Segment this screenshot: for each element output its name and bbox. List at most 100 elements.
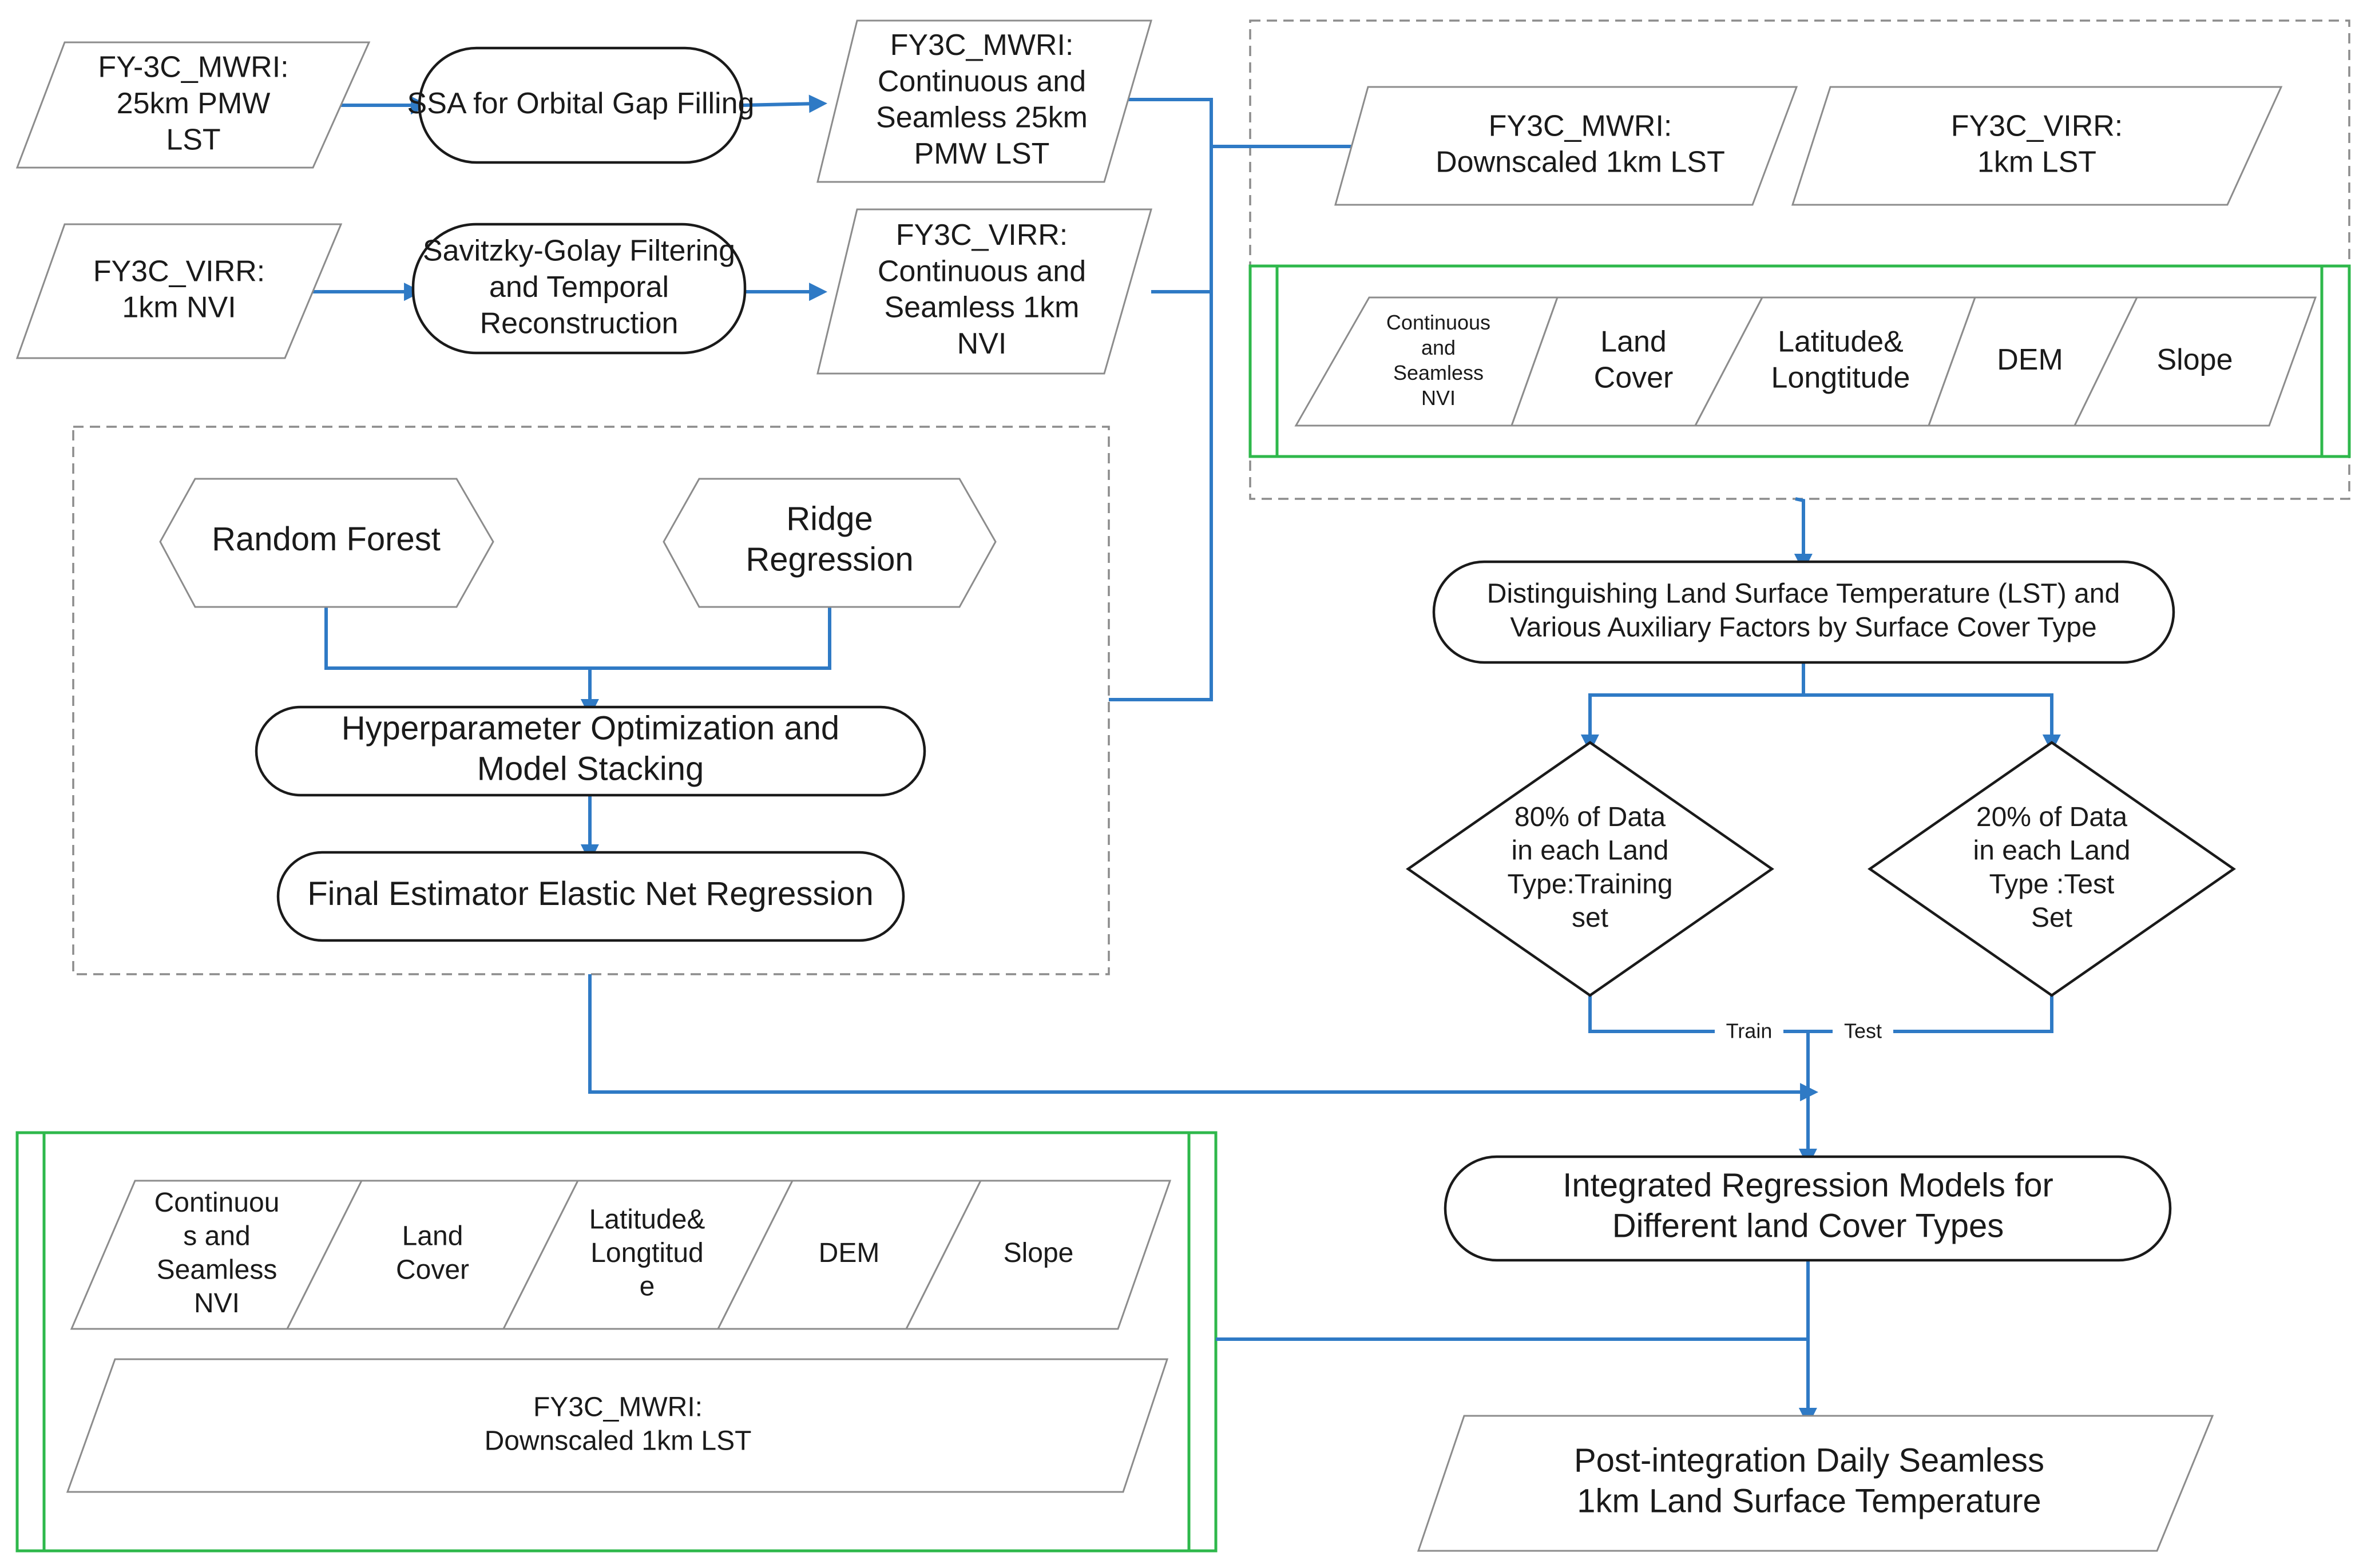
label-line: Regression [746,541,913,578]
label-line: and [1421,336,1456,359]
bottom-downscaled-lst-label: FY3C_MWRI: Downscaled 1km LST [485,1392,752,1456]
label-line: Reconstruction [480,307,679,340]
label-line: Latitude& [589,1204,705,1234]
model-random-forest-label: Random Forest [212,521,441,558]
label-line: and Temporal [489,271,669,304]
label-line: DEM [1997,343,2063,376]
process-ssa-gap-filling-label: SSA for Orbital Gap Filling [407,87,755,120]
bottom-factor-slope-label: Slope [1004,1238,1074,1268]
label-line: Slope [1004,1238,1074,1268]
label-line: Random Forest [212,521,441,558]
label-line: e [640,1271,655,1301]
label-line: Seamless 25km [876,101,1088,134]
label-line: Ridge [786,501,873,538]
label-line: 1km LST [1977,145,2096,178]
process-final-estimator-label: Final Estimator Elastic Net Regression [307,875,874,912]
bottom-factor-dem-label: DEM [819,1238,880,1268]
process-final-estimator [276,851,905,942]
process-hyperparameter-stacking [255,705,926,797]
top-factor-slope [2073,296,2317,427]
label-line: 1km Land Surface Temperature [1577,1483,2041,1520]
test-label: Test [1844,1019,1882,1043]
label-line: SSA for Orbital Gap Filling [407,87,755,120]
bottom-factor-slope [905,1180,1172,1330]
label-line: Downscaled 1km LST [1436,145,1725,178]
top-downscaled-lst-label: FY3C_MWRI:Downscaled 1km LST [1436,109,1725,178]
input-virr-1km [15,223,343,359]
bottom-downscaled-lst [66,1358,1169,1493]
label-line: Seamless 1km [885,291,1080,324]
label-line: Seamless [1393,361,1484,384]
bottom-left-factors-frame [15,1131,1218,1553]
input-virr-1km-label: FY3C_VIRR:1km NVI [93,255,265,324]
label-line: Distinguishing Land Surface Temperature … [1487,578,2120,609]
label-line: Integrated Regression Models for [1563,1167,2053,1204]
label-line: Continuous and [878,255,1086,288]
top-right-factors-frame [1248,264,2351,458]
top-factor-lat-long-label: Latitude&Longtitude [1771,325,1910,394]
process-integrated-models [1444,1155,2172,1262]
label-line: Seamless [157,1255,277,1285]
label-line: Type :Test [1989,869,2115,899]
label-line: Different land Cover Types [1612,1208,2004,1245]
connectors [313,94,2061,1427]
label-line: FY3C_VIRR: [896,219,1068,252]
test-label-bg [1833,1019,1893,1044]
label-line: Type:Training [1507,869,1672,899]
label-line: Various Auxiliary Factors by Surface Cov… [1510,612,2096,642]
top-downscaled-lst [1334,86,1798,206]
model-random-forest [159,478,494,608]
label-line: 80% of Data [1514,802,1666,832]
label-line: Final Estimator Elastic Net Regression [307,875,874,912]
label-line: Downscaled 1km LST [485,1426,752,1456]
label-line: Longtitude [1771,361,1910,394]
label-line: Land [1600,325,1667,358]
label-line: Latitude& [1778,325,1904,358]
train-label: Train [1726,1019,1773,1043]
label-line: FY3C_VIRR: [1951,109,2123,142]
input-virr-continuous [816,208,1152,375]
label-line: NVI [957,327,1007,360]
label-line: DEM [819,1238,880,1268]
label-line: Cover [396,1255,469,1285]
decision-test-set [1868,741,2236,997]
label-line: Slope [2157,343,2233,376]
model-ridge-regression [663,478,997,608]
label-line: NVI [1421,386,1456,409]
label-line: Cover [1594,361,1674,394]
label-line: Land [402,1221,463,1251]
label-line: FY3C_VIRR: [93,255,265,288]
label-line: in each Land [1973,835,2131,866]
top-virr-1km-lst [1791,86,2283,206]
label-line: FY-3C_MWRI: [98,50,288,84]
label-line: Hyperparameter Optimization and [342,710,839,747]
label-line: Continuou [154,1188,280,1218]
process-distinguishing-lst-label: Distinguishing Land Surface Temperature … [1487,578,2120,642]
input-mwri-continuous [816,19,1152,183]
label-line: s and [183,1221,250,1251]
process-distinguishing-lst [1432,560,2175,664]
label-line: in each Land [1512,835,1669,866]
label-line: Set [2031,902,2072,932]
label-line: PMW LST [914,137,1050,170]
label-line: 25km PMW [117,87,271,120]
label-line: 20% of Data [1976,802,2127,832]
label-line: FY3C_MWRI: [1489,109,1672,142]
label-line: FY3C_MWRI: [533,1392,703,1422]
label-line: Model Stacking [477,751,704,788]
